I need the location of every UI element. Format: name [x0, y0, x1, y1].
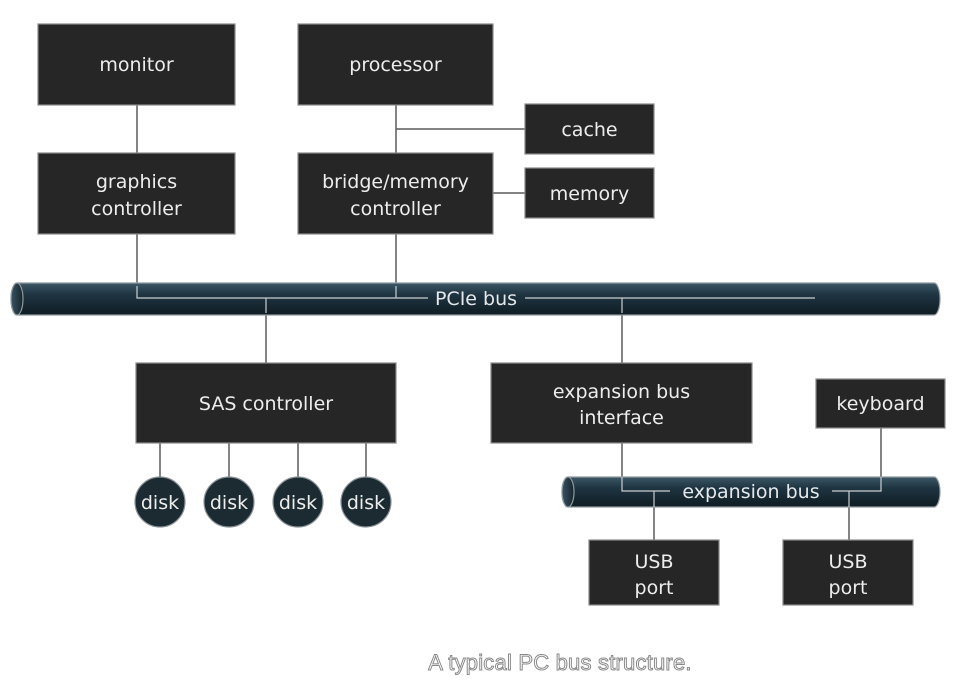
box-keyboard-label: keyboard: [836, 393, 924, 415]
box-usb-port-2-line1: USB: [828, 551, 867, 573]
box-usb-port-1-line1: USB: [634, 551, 673, 573]
box-memory-label: memory: [550, 183, 629, 205]
pcie-bus-left-cap: [10, 282, 24, 316]
box-bridge-memory-controller-line1: bridge/memory: [322, 171, 469, 193]
box-processor-label: processor: [349, 54, 442, 76]
connectors: [136, 105, 882, 540]
box-usb-port-2-line2: port: [829, 577, 868, 599]
expansion-bus-label: expansion bus: [682, 481, 819, 503]
box-expansion-bus-interface-line2: interface: [579, 407, 664, 429]
pcie-bus: PCIe bus: [10, 282, 941, 316]
expansion-bus: expansion bus: [561, 476, 941, 508]
disk-4-label: disk: [347, 492, 385, 514]
box-graphics-controller-line2: controller: [91, 198, 182, 220]
disk-1: disk: [134, 476, 186, 528]
disk-3-label: disk: [279, 492, 317, 514]
disk-4: disk: [340, 476, 392, 528]
box-usb-port-1-line2: port: [635, 577, 674, 599]
disk-2: disk: [203, 476, 255, 528]
box-cache: cache: [524, 103, 655, 155]
box-bridge-memory-controller: bridge/memory controller: [297, 152, 494, 235]
box-cache-label: cache: [561, 119, 617, 141]
figure-caption: A typical PC bus structure.: [428, 650, 692, 676]
pcie-bus-lines: [136, 286, 815, 313]
box-usb-port-1: USB port: [588, 539, 720, 606]
box-graphics-controller: graphics controller: [37, 152, 236, 235]
box-sas-controller-label: SAS controller: [199, 393, 333, 415]
pcie-bus-label: PCIe bus: [435, 288, 517, 310]
box-graphics-controller-line1: graphics: [96, 171, 177, 193]
expansion-bus-lines: [621, 477, 882, 507]
box-monitor: monitor: [37, 23, 236, 106]
box-keyboard: keyboard: [815, 378, 946, 429]
expansion-bus-left-cap: [561, 476, 575, 508]
box-sas-controller: SAS controller: [135, 362, 397, 444]
box-processor: processor: [297, 23, 494, 106]
disk-2-label: disk: [210, 492, 248, 514]
disk-3: disk: [272, 476, 324, 528]
box-monitor-label: monitor: [99, 54, 174, 76]
box-expansion-bus-interface: expansion bus interface: [490, 362, 753, 444]
box-bridge-memory-controller-line2: controller: [350, 198, 441, 220]
box-usb-port-2: USB port: [782, 539, 914, 606]
box-memory: memory: [524, 167, 655, 219]
box-expansion-bus-interface-line1: expansion bus: [553, 381, 690, 403]
disk-1-label: disk: [141, 492, 179, 514]
